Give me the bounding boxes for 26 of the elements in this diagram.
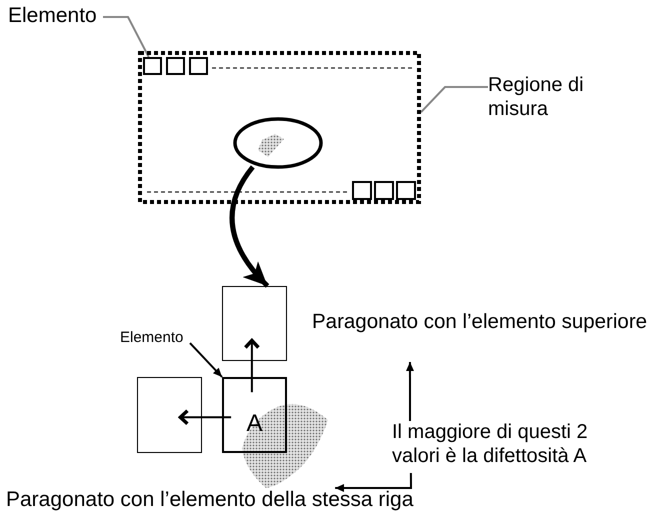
- element-square: [143, 57, 162, 75]
- leader-line: [103, 16, 150, 58]
- annotation-text: Paragonato con l’elemento superiore: [312, 310, 657, 336]
- highlight-ellipse: [233, 117, 323, 169]
- callout-label: Elemento: [8, 4, 103, 30]
- arrow: [335, 473, 412, 492]
- element-box: [222, 286, 287, 361]
- element-box: [222, 377, 287, 453]
- arrow: [406, 362, 414, 421]
- arrow: [178, 409, 232, 426]
- arrow: [244, 338, 260, 392]
- element-square: [374, 181, 394, 200]
- annotation-text: Il maggiore di questi 2 valori è la difettosità A: [392, 421, 617, 473]
- callout-label: Elemento: [120, 329, 190, 347]
- callout-label: Regione di misura: [488, 74, 618, 124]
- element-square: [396, 181, 416, 200]
- cell-label: A: [246, 409, 262, 438]
- element-square: [166, 57, 185, 75]
- element-box: [137, 377, 202, 453]
- annotation-text: Paragonato con l’elemento della stessa riga: [6, 488, 446, 514]
- arrow: [230, 165, 270, 288]
- leader-line: [420, 86, 488, 113]
- element-square: [189, 57, 208, 75]
- arrow: [189, 342, 223, 378]
- measurement-region: [138, 51, 421, 204]
- element-square: [352, 181, 372, 200]
